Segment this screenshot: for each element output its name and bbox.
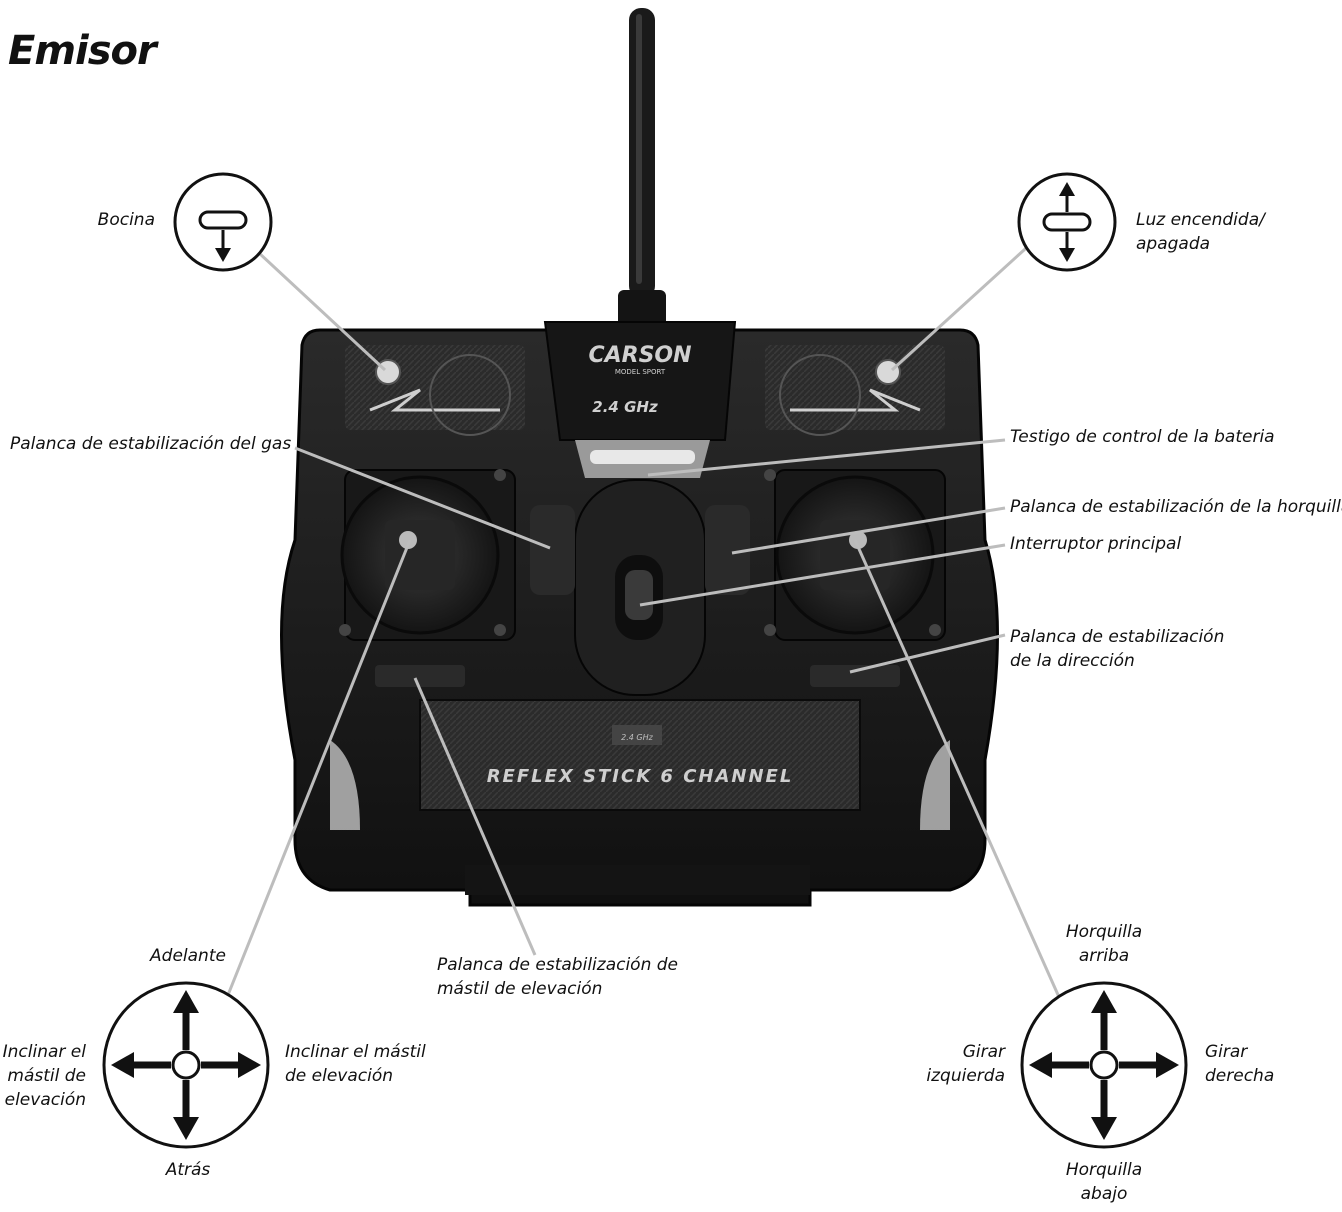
leader-fork-trim <box>731 506 1006 555</box>
label-tilt-right-line2: de elevación <box>285 1066 394 1086</box>
label-mast-trim: Palanca de estabilización de mástil de e… <box>437 953 678 1001</box>
leader-right-stick <box>853 539 1069 1016</box>
label-turn-right-line2: derecha <box>1205 1066 1275 1086</box>
label-tilt-right-line1: Inclinar el mástil <box>285 1042 426 1062</box>
transmitter-body <box>280 321 999 907</box>
label-fork-down-line1: Horquilla <box>1065 1160 1143 1180</box>
label-fork-up-line2: arriba <box>1078 946 1130 966</box>
leader-main-switch <box>639 543 1006 607</box>
label-main-switch: Interruptor principal <box>1010 534 1182 554</box>
leader-mast-trim <box>413 677 537 956</box>
label-light: Luz encendida/ apagada <box>1136 208 1265 256</box>
label-fork-down: Horquilla abajo <box>1044 1158 1164 1206</box>
label-fork-trim: Palanca de estabilización de la horquill… <box>1010 497 1342 517</box>
label-tilt-left-line3: elevación <box>4 1090 86 1110</box>
label-mast-trim-line1: Palanca de estabilización de <box>437 955 679 975</box>
brand-logo: CARSON <box>588 343 691 368</box>
leader-battery <box>647 438 1006 477</box>
horn-icon <box>173 172 273 272</box>
leader-gas-trim <box>294 446 551 550</box>
label-backward: Atrás <box>165 1160 211 1180</box>
label-light-line1: Luz encendida/ <box>1136 210 1265 230</box>
label-light-line2: apagada <box>1136 234 1211 254</box>
label-horn: Bocina <box>97 210 155 230</box>
label-tilt-left: Inclinar el mástil de elevación <box>3 1040 86 1112</box>
page-title: Emisor <box>8 28 157 74</box>
label-fork-up-line1: Horquilla <box>1065 922 1143 942</box>
leader-left-stick <box>218 539 412 1016</box>
leader-steer-trim <box>849 633 1006 674</box>
label-forward: Adelante <box>150 946 226 966</box>
label-mast-trim-line2: mástil de elevación <box>437 979 603 999</box>
label-gas-trim: Palanca de estabilización del gas <box>10 434 292 454</box>
label-turn-left-line2: izquierda <box>926 1066 1005 1086</box>
label-turn-left-line1: Girar <box>962 1042 1005 1062</box>
light-toggle-icon <box>1017 172 1117 272</box>
label-steer-trim-line1: Palanca de estabilización <box>1010 627 1225 647</box>
label-steer-trim: Palanca de estabilización de la direcció… <box>1010 625 1224 673</box>
left-stick-direction-icon <box>102 981 270 1149</box>
label-tilt-right: Inclinar el mástil de elevación <box>285 1040 426 1088</box>
right-stick-direction-icon <box>1020 981 1188 1149</box>
antenna <box>618 8 666 330</box>
leader-light <box>890 238 1037 372</box>
label-battery: Testigo de control de la bateria <box>1010 427 1275 447</box>
label-steer-trim-line2: de la dirección <box>1010 651 1135 671</box>
label-turn-right-line1: Girar <box>1205 1042 1248 1062</box>
label-turn-right: Girar derecha <box>1205 1040 1274 1088</box>
label-turn-left: Girar izquierda <box>926 1040 1005 1088</box>
label-tilt-left-line2: mástil de <box>7 1066 86 1086</box>
label-tilt-left-line1: Inclinar el <box>2 1042 86 1062</box>
label-fork-up: Horquilla arriba <box>1044 920 1164 968</box>
brand-sub: MODEL SPORT <box>615 368 666 376</box>
label-fork-down-line2: abajo <box>1080 1184 1128 1204</box>
frequency-small-label: 2.4 GHz <box>621 733 653 742</box>
frequency-label: 2.4 GHz <box>592 398 658 416</box>
light-toggle-switch <box>875 359 901 385</box>
leader-horn <box>243 238 387 372</box>
model-name: REFLEX STICK 6 CHANNEL <box>487 766 794 787</box>
leader-lines <box>218 238 1069 1016</box>
